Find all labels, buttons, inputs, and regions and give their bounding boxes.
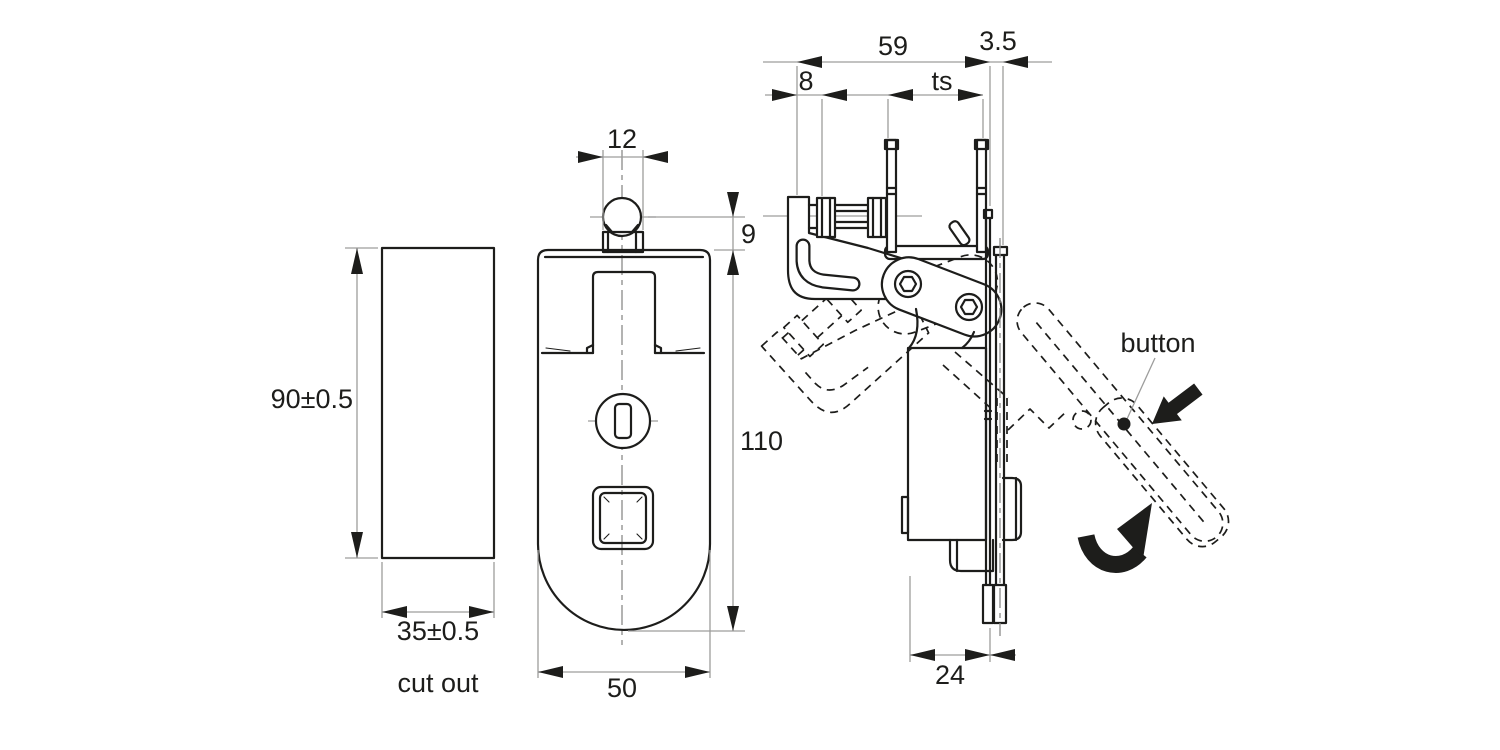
keyway-slot (613, 402, 633, 440)
hook-width-dim: 8 (798, 66, 813, 96)
hex-screw-2 (954, 292, 984, 322)
panel-thickness-dim: ts (931, 66, 952, 96)
u-bracket (883, 138, 990, 261)
latch-knob (601, 196, 643, 238)
phantom-hook-arm-open (760, 280, 930, 414)
hex-screw-1 (893, 269, 923, 299)
body-width-dim: 50 (607, 673, 637, 703)
side-view: 59 3.5 8 ts (760, 26, 1230, 690)
cutout-view: 90±0.5 35±0.5 cut out (271, 246, 496, 698)
rotate-arrow-icon (1077, 503, 1152, 573)
rear-tab (1001, 476, 1023, 542)
body-foot (948, 538, 995, 573)
panel-gap-dim: 3.5 (979, 26, 1017, 56)
push-button-front (591, 485, 655, 551)
knob-width-dim: 12 (607, 124, 637, 154)
cutout-width-dim: 35±0.5 (397, 616, 479, 646)
adjust-nut (815, 196, 837, 239)
grip-depth-dim: 59 (878, 31, 908, 61)
body-depth-dim: 24 (935, 660, 965, 690)
pivot-pin (948, 220, 971, 247)
press-arrow-icon (1152, 383, 1203, 424)
button-dot (1117, 417, 1131, 431)
cutout-caption: cut out (397, 668, 479, 698)
cutout-height-dim: 90±0.5 (271, 384, 353, 414)
knob-offset-dim: 9 (741, 219, 756, 249)
body-height-dim: 110 (740, 426, 783, 456)
latch-body-side (906, 346, 988, 542)
lock-nut (866, 196, 888, 239)
latch-body-front (536, 248, 712, 632)
front-view: 12 9 110 50 (536, 124, 783, 703)
mounting-panel (981, 208, 1009, 636)
cutout-rectangle (380, 246, 496, 560)
button-label: button (1120, 328, 1195, 358)
